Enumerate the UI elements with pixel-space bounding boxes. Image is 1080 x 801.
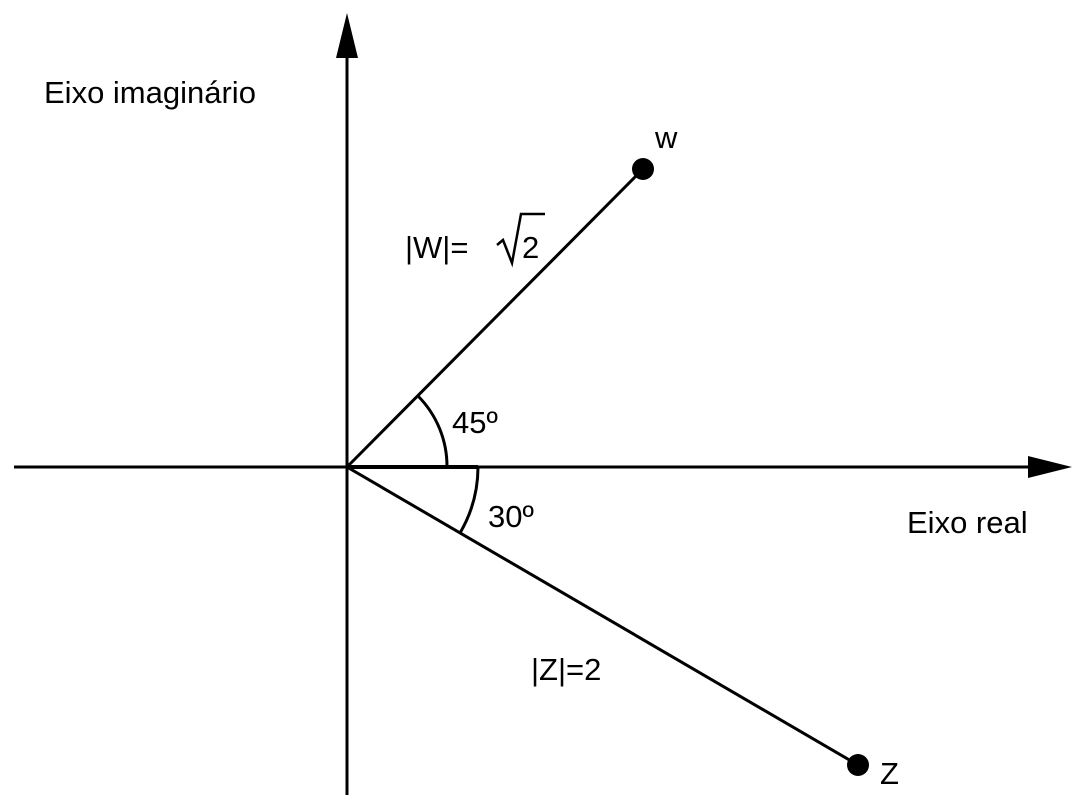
angle-arc-45 xyxy=(416,394,449,468)
angle-arc-30 xyxy=(458,466,480,534)
z-point-label: Z xyxy=(880,756,899,791)
imaginary-axis-label: Eixo imaginário xyxy=(44,75,256,110)
w-modulus-label: |W|= xyxy=(405,230,468,265)
sqrt-icon xyxy=(496,212,545,268)
w-point-label: w xyxy=(654,120,678,155)
angle-label-45: 45º xyxy=(452,405,498,440)
w-point xyxy=(632,158,654,180)
imaginary-axis-arrow-icon xyxy=(336,13,358,58)
w-vector xyxy=(345,167,645,469)
w-modulus-radicand: 2 xyxy=(522,230,539,265)
real-axis-label: Eixo real xyxy=(907,505,1028,540)
angle-label-30: 30º xyxy=(488,499,534,534)
z-point xyxy=(847,754,869,776)
z-modulus-label: |Z|=2 xyxy=(531,652,601,687)
z-vector xyxy=(346,465,859,767)
real-axis-arrow-icon xyxy=(1028,456,1072,478)
